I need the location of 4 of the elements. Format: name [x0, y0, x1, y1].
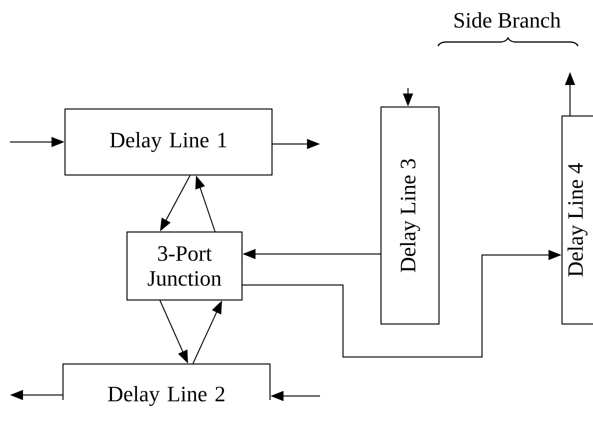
delay-line-box: Delay Line 4	[562, 116, 593, 324]
junction-box: 3-Port Junction	[126, 232, 242, 300]
branch-label: Side Branch	[454, 12, 561, 28]
delay-line-box: Delay Line 2	[62, 364, 270, 406]
